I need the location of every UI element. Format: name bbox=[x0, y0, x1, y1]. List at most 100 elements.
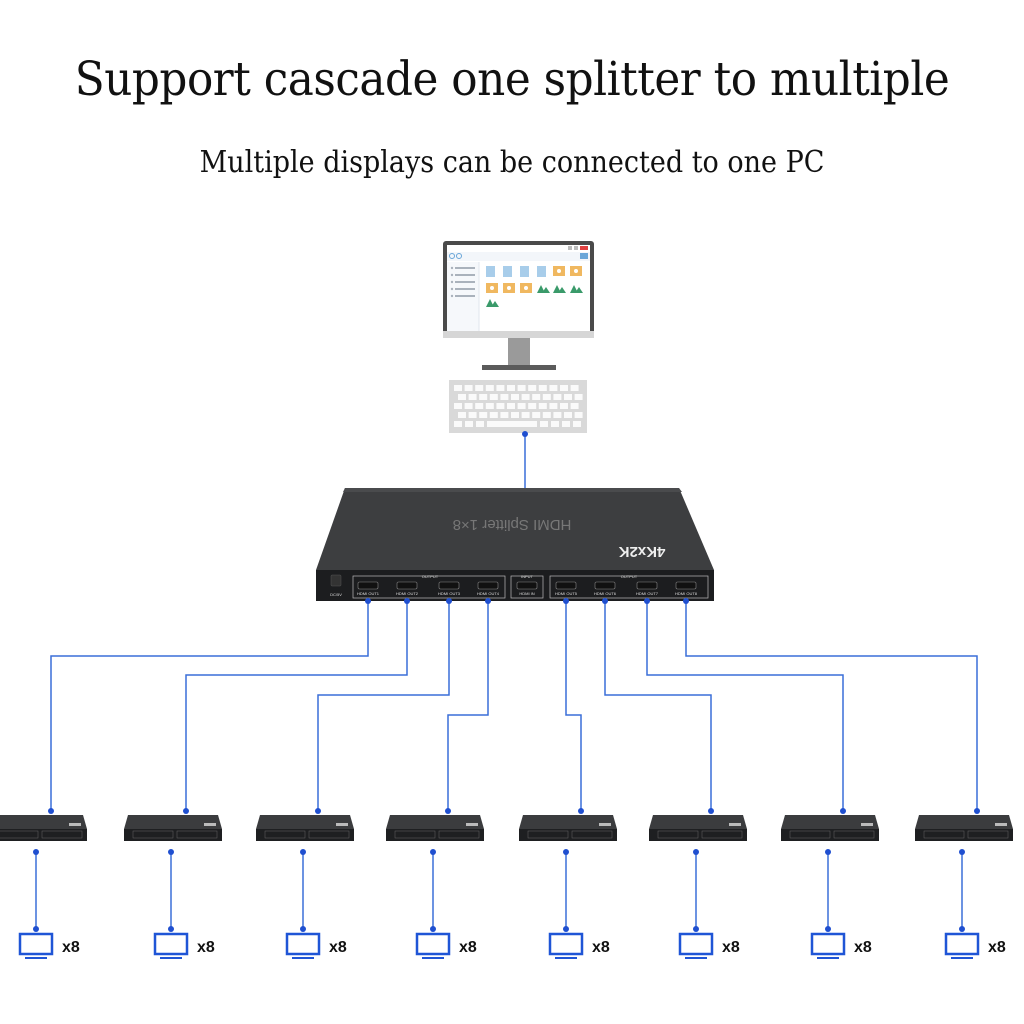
hdmi-output-port-label: HDMI OUT6 bbox=[594, 591, 617, 596]
keyboard-key bbox=[528, 403, 537, 409]
cascade-splitter bbox=[256, 815, 354, 841]
cascade-splitter bbox=[386, 815, 484, 841]
connection-dot bbox=[563, 926, 569, 932]
hdmi-input-port bbox=[516, 581, 538, 590]
cascade-connection-line bbox=[565, 601, 582, 811]
splitter-model-label bbox=[69, 823, 81, 826]
keyboard-key bbox=[574, 412, 583, 418]
power-label: DC/5V bbox=[330, 592, 342, 597]
keyboard-key bbox=[496, 385, 505, 391]
monitor-base bbox=[422, 957, 444, 959]
display-count-label: x8 bbox=[459, 939, 477, 956]
splitter-port-group bbox=[527, 830, 569, 839]
keyboard-key bbox=[479, 412, 488, 418]
keyboard-key bbox=[468, 394, 477, 400]
splitter-top bbox=[0, 815, 87, 829]
keyboard-key bbox=[517, 385, 526, 391]
keyboard-key bbox=[562, 421, 570, 427]
keyboard-key bbox=[479, 394, 488, 400]
connection-dot bbox=[445, 808, 451, 814]
monitor-icon bbox=[944, 932, 980, 959]
keyboard-key bbox=[570, 403, 579, 409]
keyboard-key bbox=[475, 385, 484, 391]
page-title: Support cascade one splitter to multiple bbox=[74, 52, 950, 107]
hdmi-output-port-label: HDMI OUT4 bbox=[477, 591, 500, 596]
splitter-port-group bbox=[394, 830, 436, 839]
keyboard-key bbox=[464, 403, 473, 409]
cascade-connection-line bbox=[447, 601, 489, 811]
monitor-screen bbox=[415, 932, 451, 956]
output-group-label-right: OUTPUT bbox=[621, 574, 638, 579]
display-count-label: x8 bbox=[988, 939, 1006, 956]
keyboard-key bbox=[489, 412, 498, 418]
connection-dot bbox=[33, 849, 39, 855]
connection-dot bbox=[825, 926, 831, 932]
splitter-port-group bbox=[789, 830, 831, 839]
keyboard-key bbox=[485, 403, 494, 409]
connection-dot bbox=[300, 849, 306, 855]
keyboard-key bbox=[564, 412, 572, 418]
monitor-icon bbox=[810, 932, 846, 959]
splitter-top bbox=[256, 815, 354, 829]
keyboard-key bbox=[540, 421, 548, 427]
output-group-label-left: OUTPUT bbox=[422, 574, 439, 579]
connection-dot bbox=[48, 808, 54, 814]
connection-dot bbox=[974, 808, 980, 814]
keyboard-key bbox=[528, 385, 537, 391]
keyboard-key bbox=[454, 421, 462, 427]
cascade-connection-line bbox=[646, 601, 844, 811]
splitter-port-group bbox=[923, 830, 965, 839]
keyboard-key bbox=[465, 421, 473, 427]
keyboard-key bbox=[570, 385, 579, 391]
connection-dot bbox=[693, 926, 699, 932]
display-count-label: x8 bbox=[197, 939, 215, 956]
splitter-model-label bbox=[861, 823, 873, 826]
keyboard-key bbox=[560, 385, 568, 391]
splitter-brand-label: HDMI Splitter 1×8 bbox=[453, 516, 572, 533]
splitter-port-group bbox=[41, 830, 83, 839]
connection-dot bbox=[683, 598, 689, 604]
connection-dot bbox=[708, 808, 714, 814]
splitter-top bbox=[781, 815, 879, 829]
input-group-label: INPUT bbox=[521, 574, 534, 579]
monitor-base bbox=[25, 957, 47, 959]
monitor-base bbox=[951, 957, 973, 959]
connection-dot bbox=[404, 598, 410, 604]
cascade-connection-line bbox=[317, 601, 450, 811]
splitter-model-label bbox=[204, 823, 216, 826]
hdmi-output-port-label: HDMI OUT7 bbox=[636, 591, 659, 596]
monitor-screen bbox=[153, 932, 189, 956]
splitter-model-label bbox=[336, 823, 348, 826]
monitor-base bbox=[160, 957, 182, 959]
hdmi-output-port bbox=[594, 581, 616, 590]
splitter-model-label bbox=[599, 823, 611, 826]
keyboard-key bbox=[532, 412, 541, 418]
display-count-label: x8 bbox=[592, 939, 610, 956]
hdmi-input-port-label: HDMI IN bbox=[519, 591, 534, 596]
splitter-port-group bbox=[264, 830, 306, 839]
keyboard-key bbox=[475, 403, 484, 409]
keyboard-key bbox=[551, 421, 559, 427]
keyboard-key bbox=[573, 421, 581, 427]
splitter-top bbox=[386, 815, 484, 829]
keyboard-key bbox=[538, 403, 547, 409]
keyboard-key bbox=[507, 403, 515, 409]
splitter-port-group bbox=[438, 830, 480, 839]
display-count-label: x8 bbox=[329, 939, 347, 956]
splitter-model-label bbox=[729, 823, 741, 826]
connection-dot bbox=[300, 926, 306, 932]
splitter-model-label: 4Kx2K bbox=[618, 543, 665, 560]
keyboard-key bbox=[564, 394, 572, 400]
hdmi-output-port-label: HDMI OUT1 bbox=[357, 591, 380, 596]
connection-dot bbox=[563, 598, 569, 604]
cascade-splitter bbox=[124, 815, 222, 841]
monitor-base bbox=[817, 957, 839, 959]
keyboard-key bbox=[574, 394, 583, 400]
splitter-top bbox=[649, 815, 747, 829]
keyboard-key bbox=[500, 394, 509, 400]
monitor-base bbox=[292, 957, 314, 959]
display-count-label: x8 bbox=[722, 939, 740, 956]
keyboard-spacebar bbox=[487, 421, 537, 427]
splitter-port-group bbox=[308, 830, 350, 839]
